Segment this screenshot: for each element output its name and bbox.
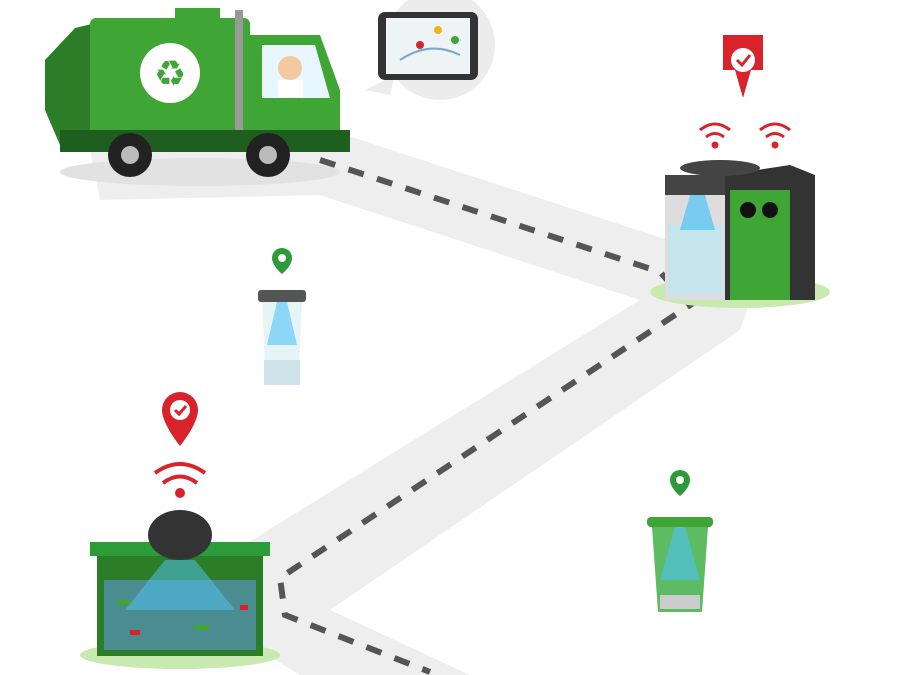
smart-bin-large [650,160,830,308]
tablet-map-icon [365,0,495,100]
svg-text:♻: ♻ [154,54,186,95]
location-pin-check-icon [162,392,198,446]
underground-container [80,510,280,669]
smart-bin-small [258,248,306,385]
location-pin-check-icon [723,35,763,98]
garbage-truck-icon: ♻ [45,8,350,186]
wifi-signal-icon [699,122,791,149]
recycle-icon [140,43,200,103]
wifi-signal-icon [153,462,207,498]
smart-wheelie-bin [647,470,713,612]
road [90,130,760,675]
